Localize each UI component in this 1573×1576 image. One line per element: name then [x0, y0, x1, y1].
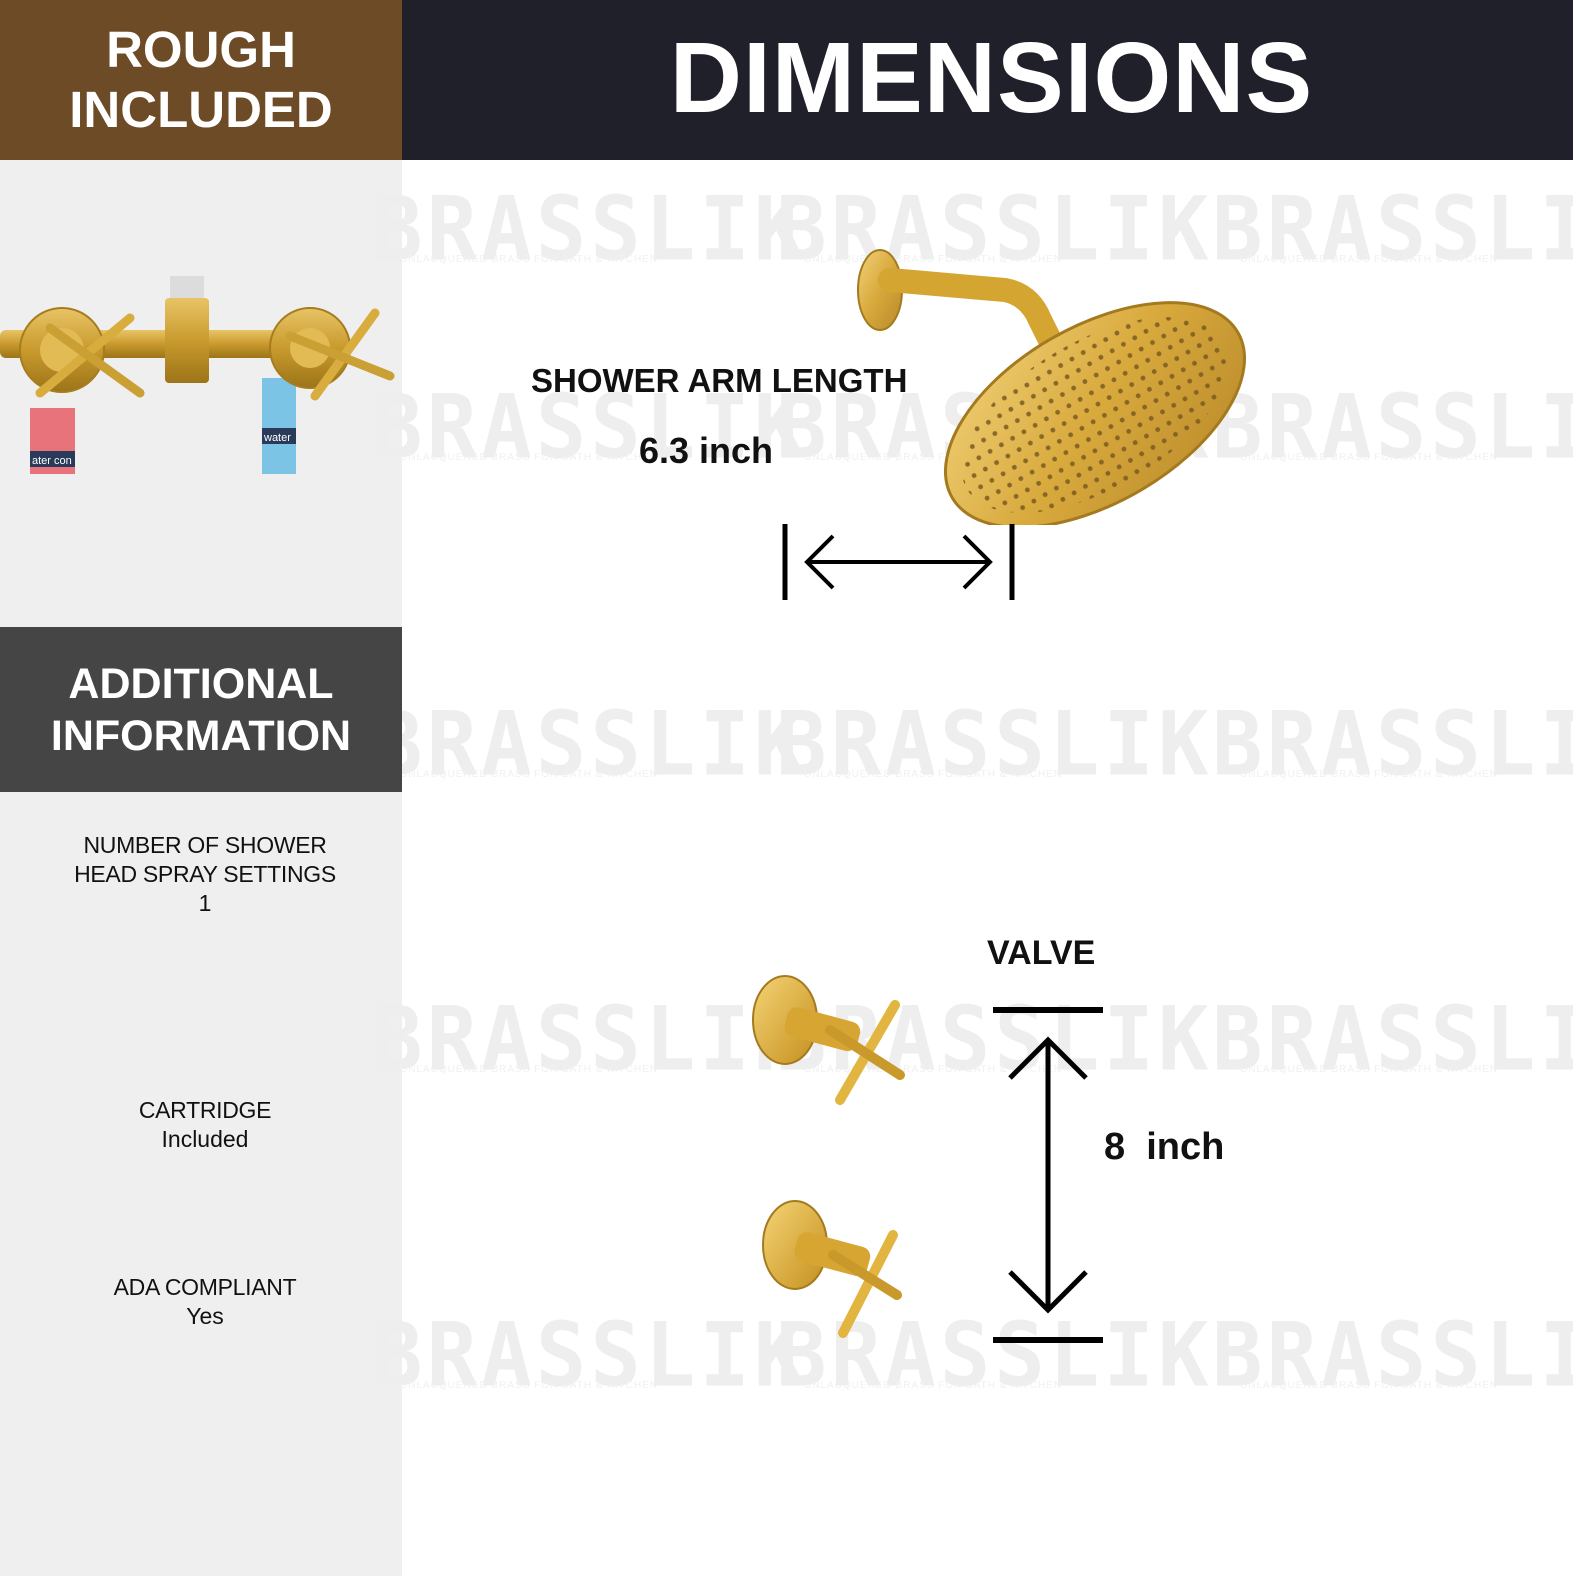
info-label-line1: CARTRIDGE	[138, 1097, 272, 1123]
watermark-tagline: UNLACQUERED BRASS FOR BATH & KITCHEN	[1240, 1064, 1499, 1075]
cold-water-pipe	[262, 378, 296, 474]
dimensions-title: DIMENSIONS	[669, 21, 1314, 134]
watermark-tagline: UNLACQUERED BRASS FOR BATH & KITCHEN	[804, 1380, 1063, 1391]
watermark-brand: BRASSLIK	[1212, 1303, 1573, 1407]
watermark-brand: BRASSLIK	[372, 1303, 809, 1407]
watermark-tagline: UNLACQUERED BRASS FOR BATH & KITCHEN	[1240, 254, 1499, 265]
watermark-tagline: UNLACQUERED BRASS FOR BATH & KITCHEN	[804, 769, 1063, 780]
watermark-brand: BRASSLIK	[776, 177, 1213, 281]
watermark-tagline: UNLACQUERED BRASS FOR BATH & KITCHEN	[400, 452, 659, 463]
info-value: 1	[198, 890, 212, 916]
info-label-line1: NUMBER OF SHOWER	[83, 832, 327, 858]
info-value: Yes	[186, 1303, 224, 1329]
watermark-brand: BRASSLIK	[776, 692, 1213, 796]
shower-arm-length-label: SHOWER ARM LENGTH	[531, 362, 908, 399]
watermark-brand: BRASSLIK	[372, 375, 809, 479]
watermark-tagline: UNLACQUERED BRASS FOR BATH & KITCHEN	[400, 1380, 659, 1391]
info-item-spray-settings: NUMBER OF SHOWER HEAD SPRAY SETTINGS 1	[0, 831, 410, 918]
valve-handles-image	[752, 975, 905, 1338]
shower-head-image	[857, 249, 1247, 525]
watermark-brand: BRASSLIK	[372, 177, 809, 281]
watermark-tagline: UNLACQUERED BRASS FOR BATH & KITCHEN	[804, 452, 1063, 463]
horizontal-dimension-arrow	[782, 524, 1015, 600]
watermark-tagline: UNLACQUERED BRASS FOR BATH & KITCHEN	[1240, 769, 1499, 780]
watermark-tagline: UNLACQUERED BRASS FOR BATH & KITCHEN	[804, 1064, 1063, 1075]
info-label-line1: ADA COMPLIANT	[113, 1274, 297, 1300]
info-item-cartridge: CARTRIDGE Included	[0, 1096, 410, 1154]
watermark-brand: BRASSLIK	[372, 692, 809, 796]
additional-header-line2: INFORMATION	[50, 711, 352, 760]
info-value: Included	[161, 1126, 249, 1152]
rough-header-line1: ROUGH	[106, 21, 296, 78]
additional-information-header: ADDITIONAL INFORMATION	[0, 627, 402, 792]
watermark-tagline: UNLACQUERED BRASS FOR BATH & KITCHEN	[804, 254, 1063, 265]
dimensions-header: DIMENSIONS	[402, 0, 1573, 160]
watermark-tagline: UNLACQUERED BRASS FOR BATH & KITCHEN	[400, 254, 659, 265]
watermark-brand: BRASSLIK	[1212, 177, 1573, 281]
valve-label: VALVE	[987, 934, 1096, 972]
shower-arm-length-value: 6.3 inch	[639, 430, 774, 471]
watermark-tagline: UNLACQUERED BRASS FOR BATH & KITCHEN	[1240, 1380, 1499, 1391]
info-item-ada: ADA COMPLIANT Yes	[0, 1273, 410, 1331]
watermark-brand: BRASSLIK	[1212, 692, 1573, 796]
vertical-dimension-arrow	[993, 1007, 1103, 1343]
hot-pipe-label: ater con	[32, 455, 72, 467]
watermark-tagline: UNLACQUERED BRASS FOR BATH & KITCHEN	[1240, 452, 1499, 463]
additional-header-line1: ADDITIONAL	[68, 659, 334, 708]
left-panel	[0, 160, 402, 1576]
info-label-line2: HEAD SPRAY SETTINGS	[74, 861, 336, 887]
rough-header-line2: INCLUDED	[69, 81, 333, 138]
cold-pipe-label: water	[263, 432, 291, 444]
rough-included-header: ROUGH INCLUDED	[0, 0, 402, 160]
watermark-brand: BRASSLIK	[1212, 375, 1573, 479]
valve-spacing-value: 8 inch	[1104, 1126, 1225, 1168]
watermark-tagline: UNLACQUERED BRASS FOR BATH & KITCHEN	[400, 769, 659, 780]
watermark-tagline: UNLACQUERED BRASS FOR BATH & KITCHEN	[400, 1064, 659, 1075]
rough-in-valve-image: ater con water	[0, 276, 395, 474]
watermark-brand: BRASSLIK	[1212, 987, 1573, 1091]
watermark-brand: BRASSLIK	[372, 987, 809, 1091]
